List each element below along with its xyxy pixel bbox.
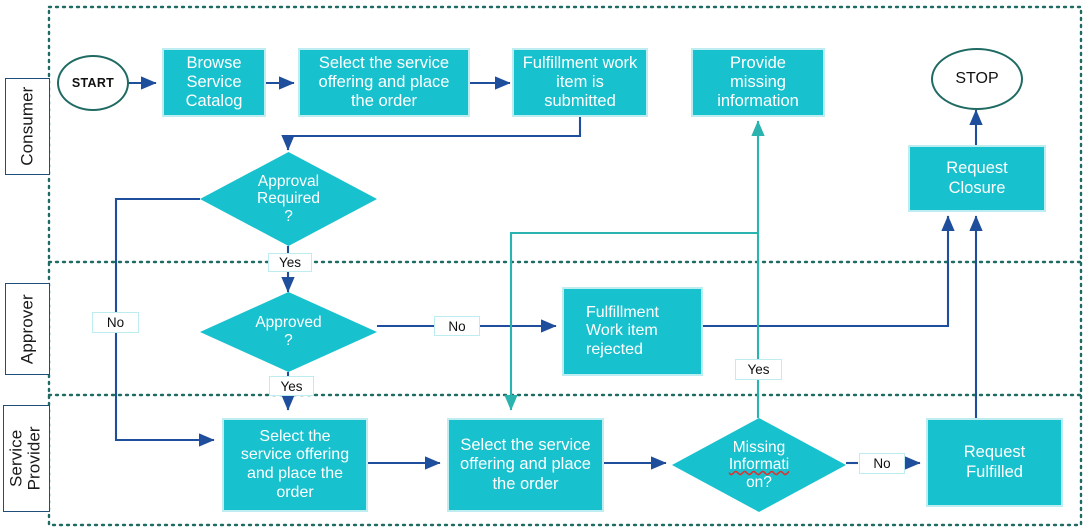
edge-label-missing-information-no-text: No [873, 456, 891, 471]
edge-label-approved-no-text: No [448, 318, 466, 334]
edge-label-approval-required-no-text: No [106, 315, 125, 330]
edge-label-approved-yes: Yes [269, 376, 314, 396]
edge-label-approved-yes-text: Yes [280, 378, 303, 394]
edge-rejected-to-request-closure [703, 215, 955, 328]
edge-label-approval-required-no: No [92, 312, 139, 333]
node-start[interactable]: START [57, 55, 129, 111]
edge-label-approval-required-yes: Yes [268, 253, 312, 272]
approval-required-diamond-shape [200, 152, 377, 246]
edge-label-approval-required-yes-text: Yes [278, 255, 302, 270]
missing-information-diamond-shape [672, 418, 846, 512]
node-stop-label: STOP [955, 70, 999, 87]
lane-label-consumer-text: Consumer [17, 86, 37, 167]
edge-workitem-to-approval [281, 117, 582, 151]
node-missing-information[interactable]: Missing Informati on? [672, 418, 846, 512]
approved-diamond-shape [200, 292, 377, 372]
lane-label-consumer: Consumer [5, 78, 50, 175]
node-start-label: START [71, 76, 115, 90]
edge-label-missing-information-no: No [859, 453, 905, 474]
edge-label-missing-information-yes-text: Yes [747, 362, 770, 377]
lane-label-approver: Approver [5, 283, 50, 375]
node-approved[interactable]: Approved? [200, 292, 377, 372]
node-stop[interactable]: STOP [931, 48, 1023, 110]
edge-label-approved-no: No [434, 316, 480, 336]
lane-label-approver-text: Approver [17, 294, 37, 364]
edge-label-missing-information-yes: Yes [735, 359, 782, 380]
